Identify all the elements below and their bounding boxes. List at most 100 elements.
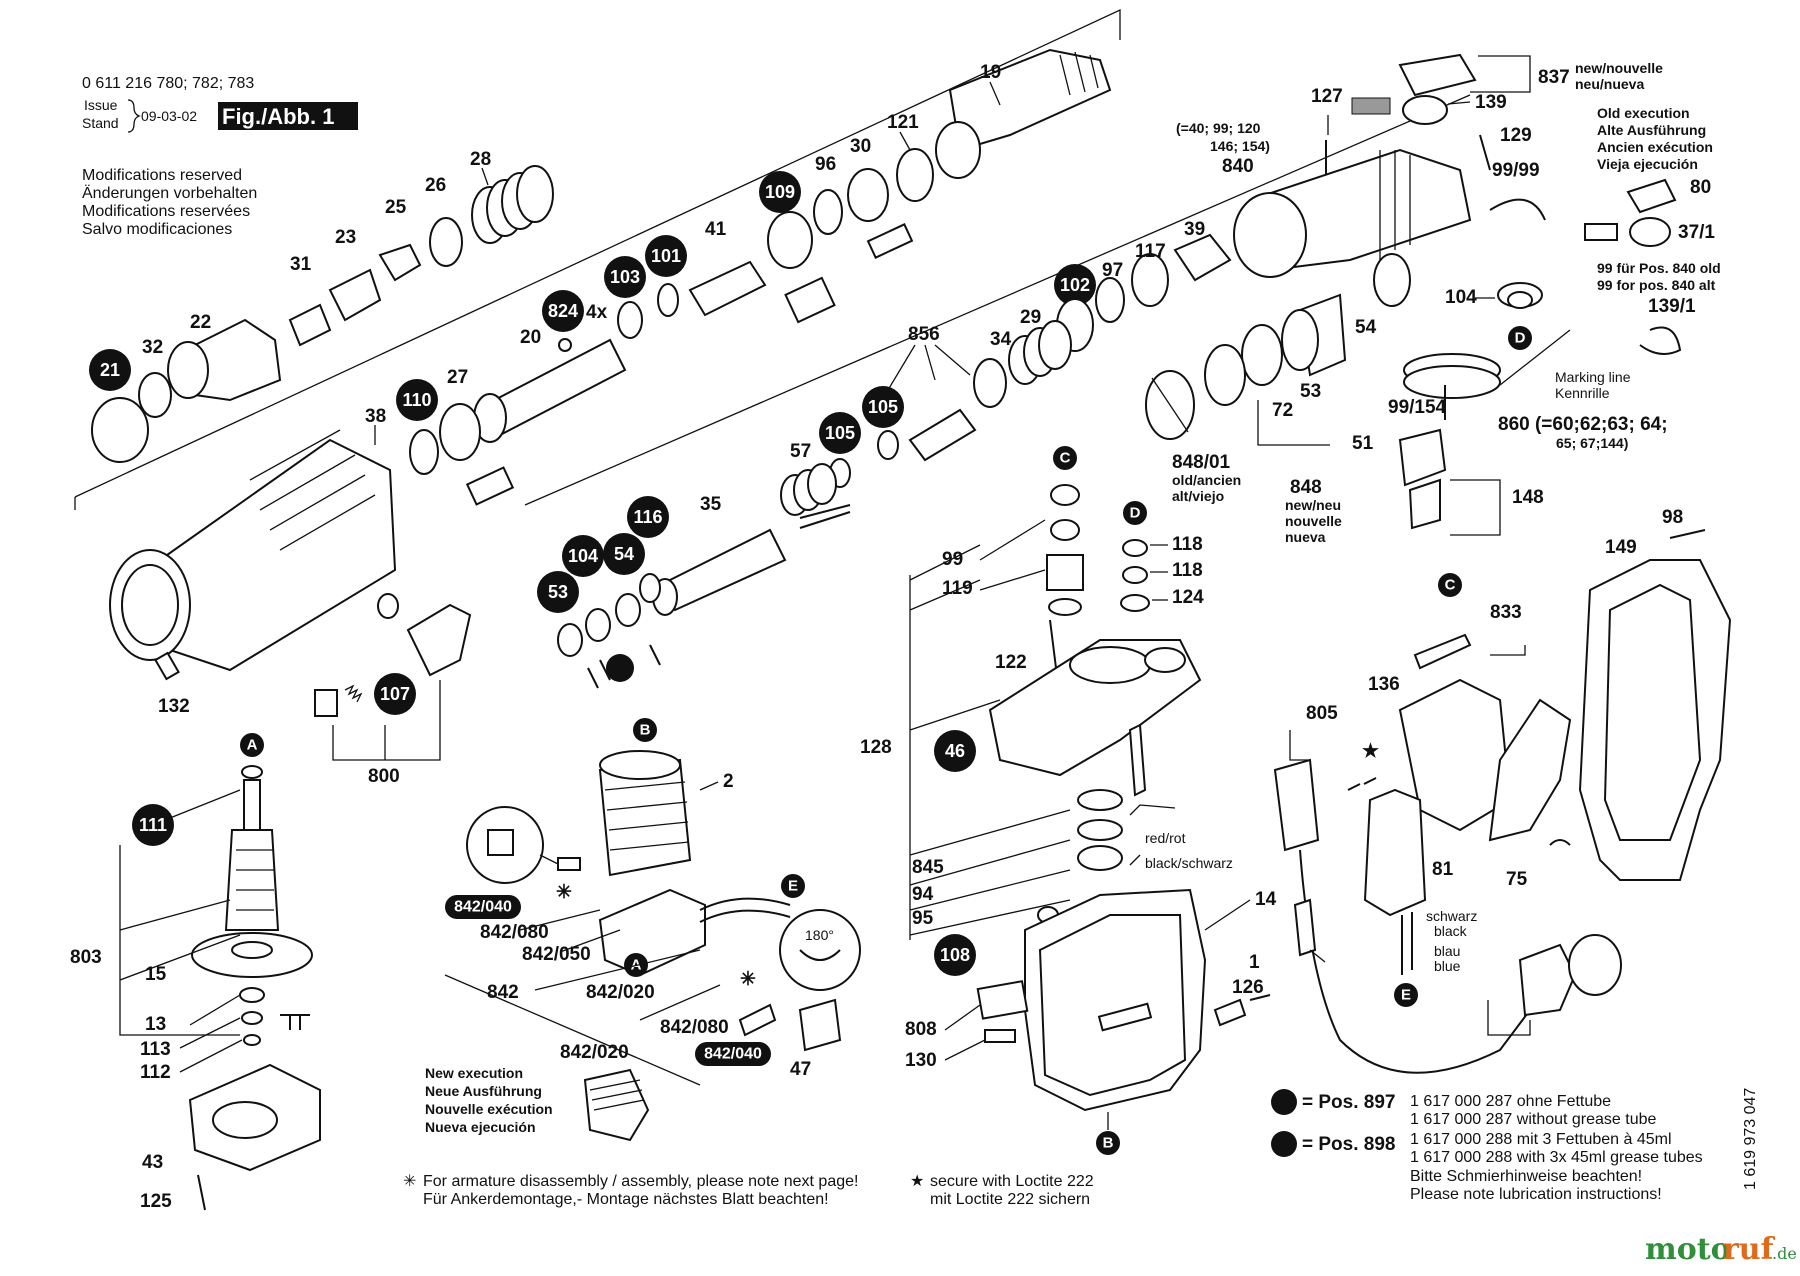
badge-110: 110 <box>396 379 438 421</box>
label-4: 805 <box>1306 703 1338 724</box>
label-14: 95 <box>912 908 934 929</box>
label-32: 32 <box>142 337 163 358</box>
svg-text:105: 105 <box>825 423 855 443</box>
label-848-01-old: old/ancien <box>1172 472 1241 488</box>
part-disc-109 <box>767 211 813 269</box>
mark-C-right: C <box>1438 573 1462 597</box>
part-flange-43 <box>188 1063 321 1172</box>
part-felt-139-1 <box>1629 217 1671 247</box>
label-82: 75 <box>1506 869 1528 890</box>
issue-label: Issue <box>84 97 118 113</box>
armature-star-1: ✳ <box>556 882 572 903</box>
label-51: 53 <box>1300 381 1321 402</box>
svg-text:53: 53 <box>548 582 568 602</box>
label-1: 14 <box>1255 889 1277 910</box>
badge-54: 54 <box>603 533 645 575</box>
armature-star-2: ✳ <box>740 969 756 990</box>
part-ring-34 <box>973 358 1007 408</box>
part-clip-96 <box>813 189 843 235</box>
badge-53: 53 <box>537 571 579 613</box>
label-127: 127 <box>1311 86 1343 107</box>
part-47 <box>798 998 842 1052</box>
part-striker-35 <box>658 528 787 612</box>
badge-116: 116 <box>627 496 669 538</box>
label-7: 126 <box>1232 977 1264 998</box>
label-848-new: new/neu <box>1285 497 1341 513</box>
part-oring-103 <box>617 301 643 339</box>
label-22: 22 <box>190 312 211 333</box>
lube-dot-897 <box>1271 1089 1297 1115</box>
label-132: 132 <box>158 696 190 717</box>
old-execution-fr: Ancien exécution <box>1597 139 1713 155</box>
part-hammer-tube <box>935 48 1112 179</box>
lube-dot-898 <box>1271 1131 1297 1157</box>
pos-898: = Pos. 898 <box>1302 1134 1395 1155</box>
label-124: 124 <box>1172 587 1204 608</box>
part-felt-139 <box>1402 95 1448 125</box>
part-shaft-41 <box>688 260 767 317</box>
part-30 <box>847 168 889 222</box>
document-number: 1 619 973 047 <box>1742 1088 1759 1190</box>
part-gear-housing <box>988 639 1202 777</box>
lube-line-5: Bitte Schmierhinweise beachten! <box>1410 1168 1642 1185</box>
part-23 <box>328 268 382 322</box>
part-13 <box>239 987 265 1003</box>
group-40-line2: 146; 154) <box>1210 138 1270 154</box>
svg-text:105: 105 <box>868 397 898 417</box>
axis-frame-upper <box>74 8 1121 498</box>
mark-E-upper: E <box>781 874 805 898</box>
part-31 <box>288 303 332 347</box>
loctite-note-en: secure with Loctite 222 <box>930 1173 1094 1190</box>
svg-text:111: 111 <box>139 815 167 835</box>
part-seal-14 <box>1077 845 1123 871</box>
svg-text:101: 101 <box>651 246 681 266</box>
part-field-2 <box>598 750 692 877</box>
new-nouvelle-line1: new/nouvelle <box>1575 60 1663 76</box>
part-motor-housing-1 <box>1024 888 1207 1112</box>
modifications-en: Modifications reserved <box>82 167 242 184</box>
label-848: 848 <box>1290 477 1322 498</box>
part-57 <box>780 463 837 516</box>
label-803: 803 <box>70 947 102 968</box>
badge-108: 108 <box>934 934 976 976</box>
part-label-808 <box>976 980 1029 1020</box>
label-41: 41 <box>705 219 727 240</box>
part-screw-136 <box>1669 529 1706 539</box>
part-screw-125 <box>197 1174 206 1211</box>
part-gearbox-840 <box>1233 148 1472 278</box>
bracket-848 <box>1257 400 1330 446</box>
label-35: 35 <box>700 494 722 515</box>
label-15: 15 <box>145 964 167 985</box>
svg-text:E: E <box>1401 987 1411 1004</box>
bracket-803 <box>119 845 240 1036</box>
armature-note-de: Für Ankerdemontage,- Montage nächstes Bl… <box>423 1191 829 1208</box>
bracket-800 <box>332 680 441 761</box>
label-80: 81 <box>1432 859 1454 880</box>
label-99-99: 99/99 <box>1492 160 1540 181</box>
part-cap-37-1 <box>1626 178 1677 214</box>
part-spring-28 <box>471 165 554 244</box>
part-screw-129 <box>1479 134 1491 171</box>
mark-B-bottom: B <box>1096 1131 1120 1155</box>
label-99: 139/1 <box>1648 296 1696 317</box>
wire-blue: blue <box>1434 958 1461 974</box>
part-plate-130 <box>984 1029 1016 1043</box>
label-27: 27 <box>447 367 468 388</box>
svg-text:102: 102 <box>1060 275 1090 295</box>
badge-21: 21 <box>89 349 131 391</box>
watermark-ruf: ruf <box>1723 1232 1776 1267</box>
part-82 <box>1549 839 1571 846</box>
part-pin <box>799 504 851 529</box>
rotation-label: 180° <box>805 927 834 943</box>
label-856: 856 <box>908 324 940 345</box>
part-ring-99-154 <box>1373 253 1411 307</box>
tag-842-040-lower: 842/040 <box>695 1042 771 1066</box>
badge-107: 107 <box>374 673 416 715</box>
new-execution-de: Neue Ausführung <box>425 1083 542 1099</box>
part-spring-29 <box>1008 320 1072 385</box>
label-20: 20 <box>520 327 541 348</box>
part-ball <box>606 654 634 682</box>
label-30: 30 <box>850 136 871 157</box>
part-ring-117 <box>1131 253 1169 307</box>
